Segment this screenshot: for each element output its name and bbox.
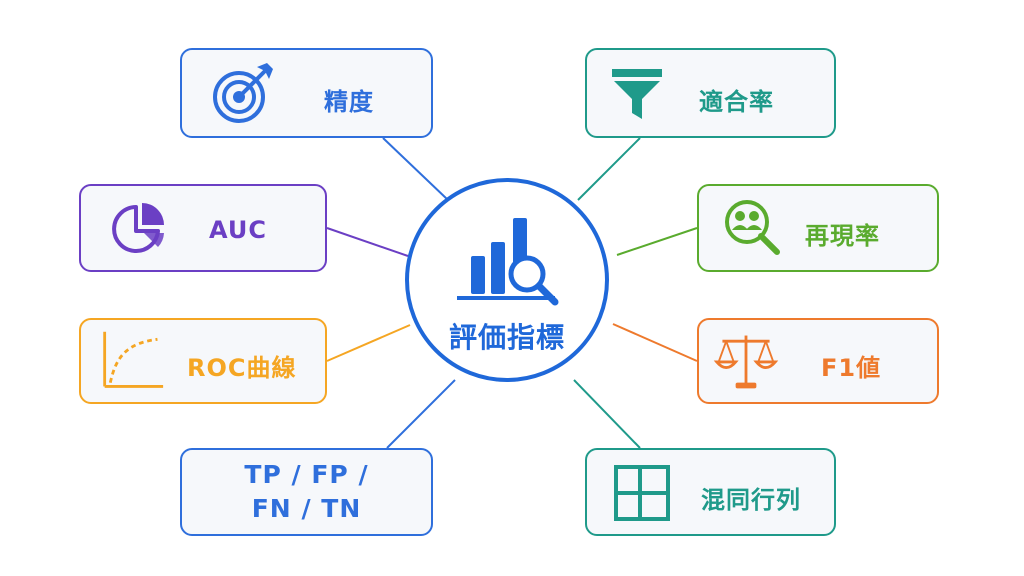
- target-icon: [210, 60, 276, 126]
- pie-chart-icon: [105, 196, 171, 262]
- node-label: 混同行列: [701, 486, 801, 514]
- connector-auc: [326, 227, 409, 257]
- funnel-icon: [603, 60, 669, 126]
- connector-recall: [616, 227, 698, 256]
- node-recall: 再現率: [697, 184, 939, 272]
- connector-fit-rate: [577, 137, 641, 201]
- grid-icon: [609, 460, 675, 526]
- people-search-icon: [719, 194, 785, 260]
- hub-circle: 評価指標: [405, 178, 609, 382]
- connector-precision: [382, 137, 449, 201]
- connector-roc: [326, 324, 411, 362]
- node-precision: 精度: [180, 48, 433, 138]
- node-f1: F1値: [697, 318, 939, 404]
- connector-confusion-counts: [386, 379, 456, 449]
- node-label: AUC: [209, 216, 267, 244]
- node-label: 再現率: [805, 222, 880, 250]
- node-label-lines: TP / FP / FN / TN: [182, 458, 431, 526]
- node-label-line: TP / FP /: [244, 460, 369, 489]
- node-label: 精度: [324, 88, 374, 116]
- balance-scale-icon: [713, 328, 779, 394]
- bar-chart-magnifier-icon: [457, 218, 559, 306]
- node-fit-rate: 適合率: [585, 48, 836, 138]
- connector-f1: [612, 323, 698, 362]
- hub-label: 評価指標: [448, 321, 565, 354]
- node-label: F1値: [821, 354, 882, 382]
- curve-chart-icon: [99, 328, 165, 394]
- node-label: 適合率: [699, 88, 774, 116]
- node-auc: AUC: [79, 184, 327, 272]
- node-roc: ROC曲線: [79, 318, 327, 404]
- node-label: ROC曲線: [187, 354, 297, 382]
- connector-confusion-matrix: [573, 379, 641, 449]
- node-label-line: FN / TN: [251, 494, 362, 523]
- node-confusion-matrix: 混同行列: [585, 448, 836, 536]
- node-confusion-counts: TP / FP / FN / TN: [180, 448, 433, 536]
